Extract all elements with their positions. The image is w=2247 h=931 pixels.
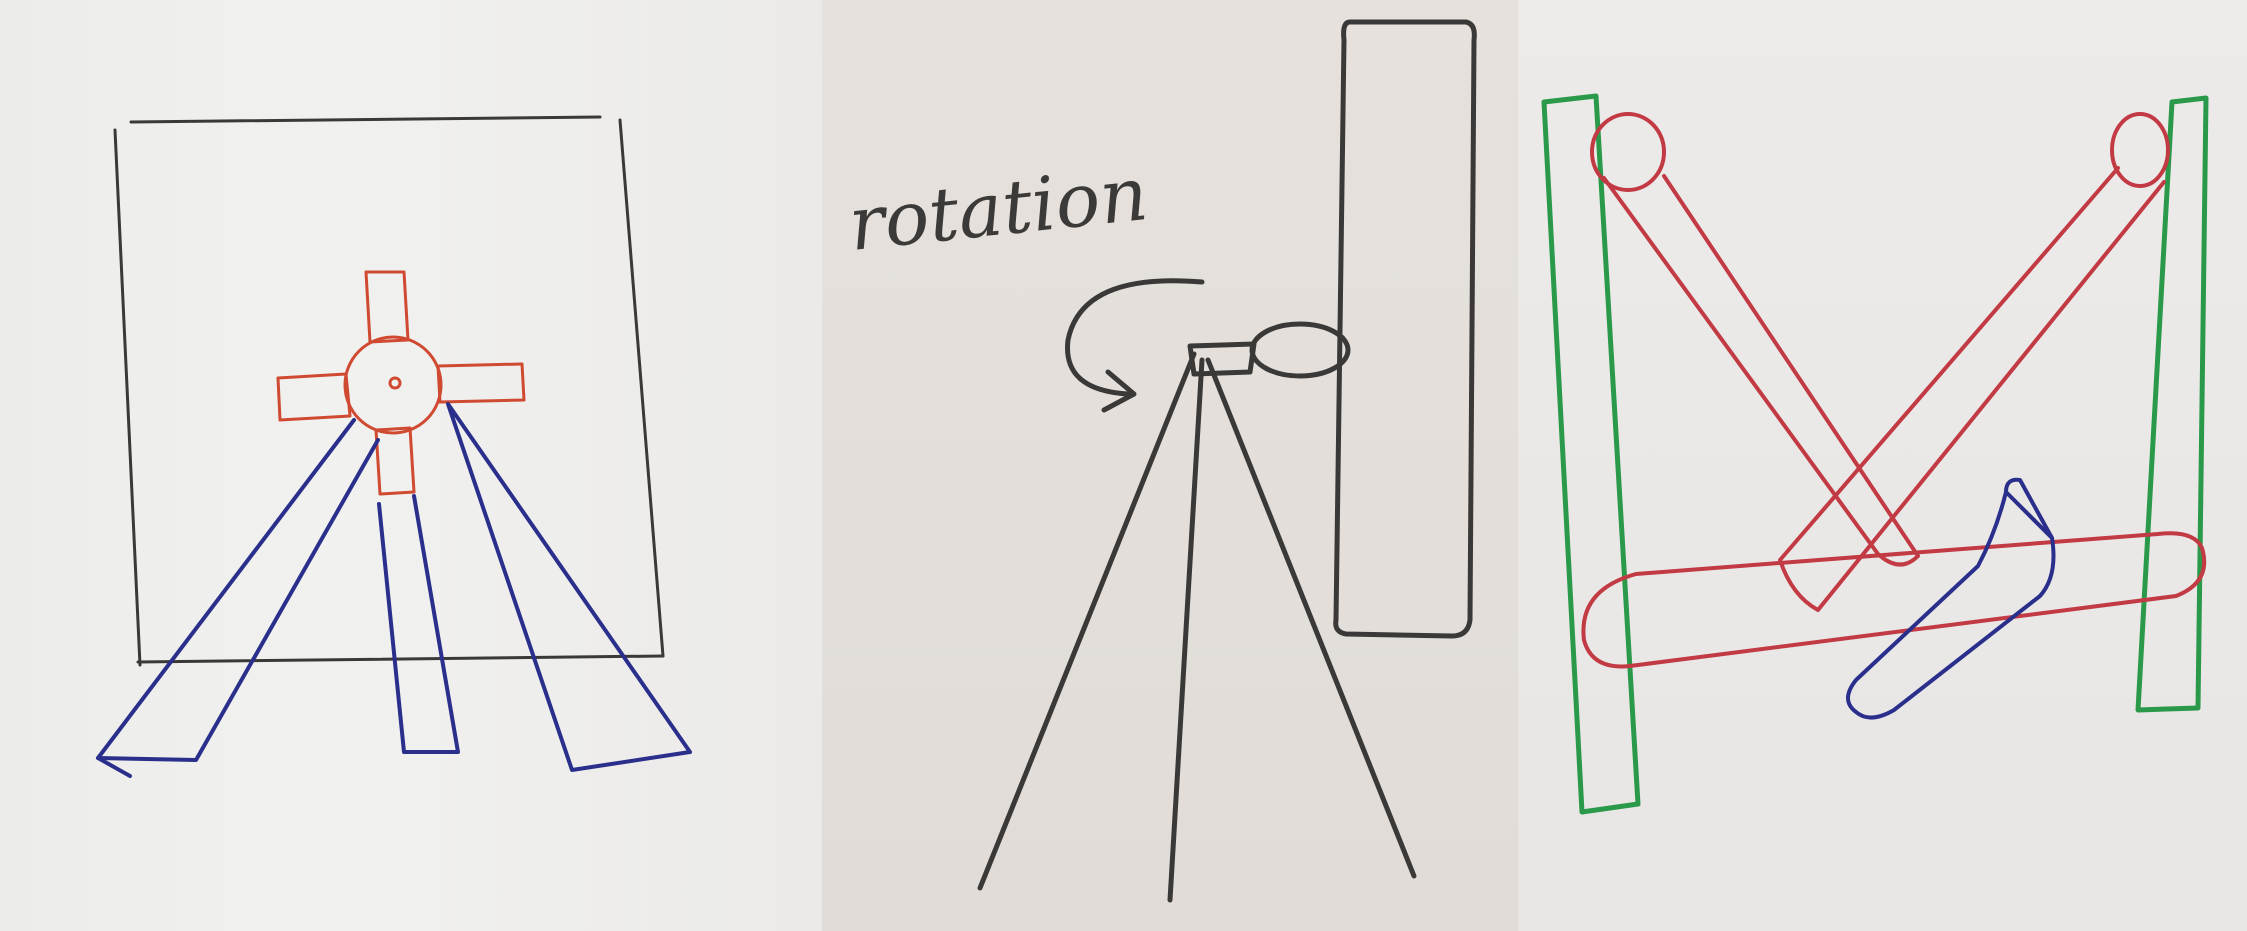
upright-right xyxy=(2138,98,2206,710)
side-leg-middle xyxy=(1170,360,1202,900)
rotation-label: rotation xyxy=(845,151,1152,268)
arm-diagonal-left xyxy=(1604,176,1918,565)
panel-folding-linkage-view xyxy=(1518,0,2247,931)
arm-diagonal-right xyxy=(1780,168,2164,610)
tripod-legs xyxy=(98,404,690,776)
linkage-drawing xyxy=(1518,0,2247,931)
leg-left xyxy=(98,420,378,760)
board-side xyxy=(1336,22,1475,636)
cross-arm-top xyxy=(366,272,408,342)
mount-pivot xyxy=(390,378,400,388)
tripod-side-drawing: rotation xyxy=(822,0,1518,931)
cross-arm-right xyxy=(438,364,524,402)
linkage-arms xyxy=(1583,114,2204,666)
tripod-front-drawing xyxy=(0,0,822,931)
side-leg-left xyxy=(980,354,1194,888)
board-outline xyxy=(115,117,663,665)
leg-center xyxy=(379,496,458,752)
lock-piece xyxy=(1848,480,2054,718)
panel-tripod-side-view: rotation xyxy=(822,0,1518,931)
pivot-right xyxy=(2112,114,2168,186)
rotation-arrow-curve xyxy=(1068,281,1203,394)
lock-body xyxy=(1848,480,2054,718)
cross-arm-bottom xyxy=(376,428,414,494)
leg-left-foot xyxy=(98,758,130,776)
cross-arm-left xyxy=(278,374,350,420)
side-leg-right xyxy=(1208,360,1414,876)
leg-right xyxy=(448,404,690,770)
mount-hub xyxy=(345,337,441,433)
uprights xyxy=(1544,96,2206,812)
panel-tripod-front-view xyxy=(0,0,822,931)
side-view-strokes xyxy=(980,22,1474,900)
mount-knob xyxy=(1252,324,1348,376)
